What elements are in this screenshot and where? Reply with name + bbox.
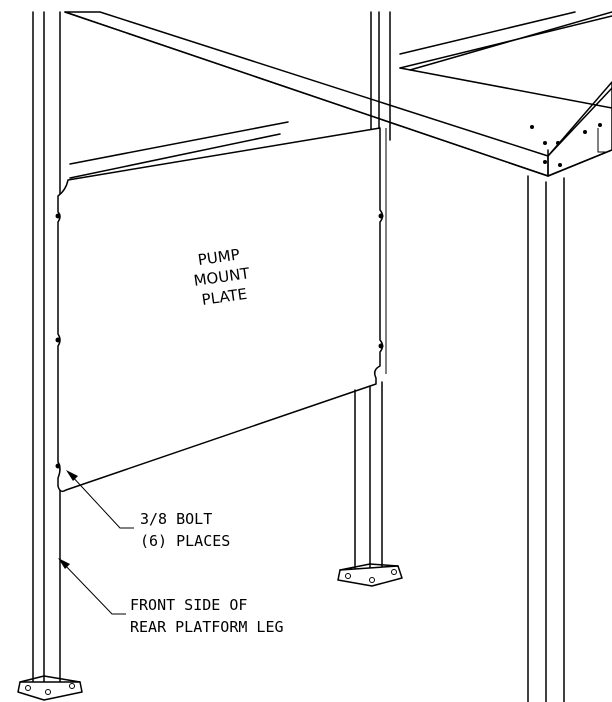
right-front-leg [527, 175, 565, 702]
leg-callout-leader [58, 558, 126, 615]
plate-label: PUMP MOUNT PLATE [193, 245, 252, 309]
middle-rear-leg-lower [337, 381, 403, 587]
platform-corner [64, 11, 612, 177]
bolt-callout-leader [66, 470, 134, 529]
back-rail [69, 121, 289, 165]
plate-label-line-1: PUMP [197, 245, 241, 269]
middle-rear-leg-upper [370, 11, 391, 141]
bolt-callout-line-1: 3/8 BOLT [140, 510, 212, 528]
pump-mount-plate[interactable] [55, 127, 387, 493]
leg-callout-line-2: REAR PLATFORM LEG [130, 618, 284, 636]
leg-callout-line-1: FRONT SIDE OF [130, 596, 247, 614]
bolt-callout-line-2: (6) PLACES [140, 532, 230, 550]
